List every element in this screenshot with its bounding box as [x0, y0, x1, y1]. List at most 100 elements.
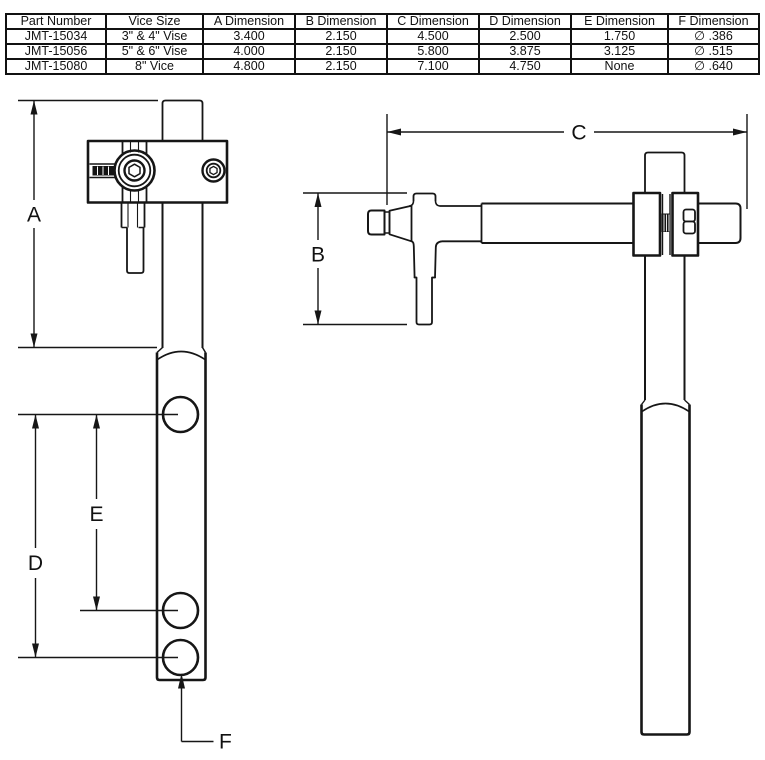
table-header-row: Part Number Vice Size A Dimension B Dime… [5, 13, 760, 30]
c-label: C [571, 122, 586, 145]
cell-part-number: JMT-15080 [5, 58, 107, 75]
shaft-right-end [698, 202, 742, 244]
dimension-f: F [178, 673, 232, 754]
bolt-boss-inner [117, 153, 152, 188]
rod-below-clamp [644, 255, 686, 400]
tip-cylinder [367, 209, 386, 236]
cell-b: 2.150 [294, 28, 388, 45]
cell-e: None [570, 58, 669, 75]
col-header-b-dimension: B Dimension [294, 13, 388, 30]
dimension-c: C [386, 114, 748, 209]
cell-a: 4.800 [202, 58, 296, 75]
knob-fillets [409, 200, 440, 207]
cell-a: 3.400 [202, 28, 296, 45]
e-label: E [89, 503, 103, 526]
bolt-hex-socket [128, 163, 141, 178]
bar-chamfers-side [640, 399, 690, 406]
c-arrow-left [387, 128, 401, 136]
cell-vice-size: 3" & 4" Vise [105, 28, 204, 45]
cell-b: 2.150 [294, 43, 388, 60]
rod-upper [161, 99, 204, 141]
cell-d: 2.500 [478, 28, 572, 45]
b-arrow-down [314, 310, 322, 325]
bolt-shank-outer [121, 142, 148, 202]
flat-bar-side [640, 404, 691, 736]
slot-lines [89, 163, 116, 179]
d-arrow-up [32, 414, 39, 429]
block-screw-upper [682, 208, 696, 223]
handle-profile [412, 246, 437, 326]
handle-right-fillet [434, 240, 443, 248]
cell-f: ∅ .515 [667, 43, 760, 60]
col-header-f-dimension: F Dimension [667, 13, 760, 30]
f-leader-line [180, 688, 214, 743]
handle-facets [127, 202, 139, 228]
d-label: D [28, 552, 43, 575]
clamp-thread-hatch [663, 214, 670, 232]
clamp-block-left [632, 191, 662, 257]
handle-left-fillet [411, 240, 415, 247]
cell-f: ∅ .640 [667, 58, 760, 75]
cell-d: 3.875 [478, 43, 572, 60]
cell-vice-size: 5" & 6" Vise [105, 43, 204, 60]
cell-f: ∅ .386 [667, 28, 760, 45]
f-label: F [219, 731, 232, 754]
clamp-block-right [671, 191, 700, 257]
shaft-lines [481, 202, 634, 244]
cell-b: 2.150 [294, 58, 388, 75]
e-arrow-down [93, 596, 100, 611]
col-header-c-dimension: C Dimension [386, 13, 480, 30]
clamp-screw-thread [661, 213, 671, 232]
a-arrow-down [30, 333, 38, 348]
cell-c: 7.100 [386, 58, 480, 75]
tip-cone [388, 204, 413, 243]
col-header-vice-size: Vice Size [105, 13, 204, 30]
side-screw-hex [209, 165, 218, 176]
f-arrow-up [178, 673, 185, 689]
c-arrow-right [733, 128, 747, 136]
e-arrow-up [93, 414, 100, 429]
d-arrow-down [32, 643, 39, 658]
b-label: B [311, 244, 325, 267]
table-row: JMT-15080 8" Vice 4.800 2.150 7.100 4.75… [5, 58, 760, 75]
d-extension-lines [18, 413, 178, 659]
handle-tip [126, 227, 145, 274]
dimension-a: A [18, 99, 158, 349]
bolt-shank-inner [129, 142, 140, 202]
knob [412, 192, 437, 201]
col-header-e-dimension: E Dimension [570, 13, 669, 30]
side-view [367, 151, 742, 736]
cell-a: 4.000 [202, 43, 296, 60]
dimension-spec-table: Part Number Vice Size A Dimension B Dime… [5, 13, 760, 75]
cell-vice-size: 8" Vice [105, 58, 204, 75]
col-header-a-dimension: A Dimension [202, 13, 296, 30]
cell-c: 4.500 [386, 28, 480, 45]
rod-lower [161, 203, 204, 348]
a-extension-lines [18, 99, 158, 349]
dimension-annotations: A D E F [18, 99, 748, 754]
handle-wide [120, 202, 146, 228]
bar-dome-side [641, 402, 690, 413]
c-extension-lines [386, 114, 748, 209]
cell-e: 3.125 [570, 43, 669, 60]
a-label: A [27, 204, 41, 227]
bar-dome [157, 350, 206, 361]
cell-part-number: JMT-15056 [5, 43, 107, 60]
side-screw-outer [201, 158, 226, 183]
col-header-d-dimension: D Dimension [478, 13, 572, 30]
table-row: JMT-15056 5" & 6" Vise 4.000 2.150 5.800… [5, 43, 760, 60]
rod-top [644, 151, 686, 193]
cell-e: 1.750 [570, 28, 669, 45]
cell-c: 5.800 [386, 43, 480, 60]
flat-bar [155, 352, 207, 682]
cell-d: 4.750 [478, 58, 572, 75]
bolt-boss-outer [113, 149, 156, 192]
b-arrow-up [314, 193, 322, 207]
dimension-b: B [303, 192, 407, 326]
cell-part-number: JMT-15034 [5, 28, 107, 45]
table-row: JMT-15034 3" & 4" Vise 3.400 2.150 4.500… [5, 28, 760, 45]
bar-chamfers [156, 346, 207, 354]
b-extension-lines [303, 192, 407, 326]
